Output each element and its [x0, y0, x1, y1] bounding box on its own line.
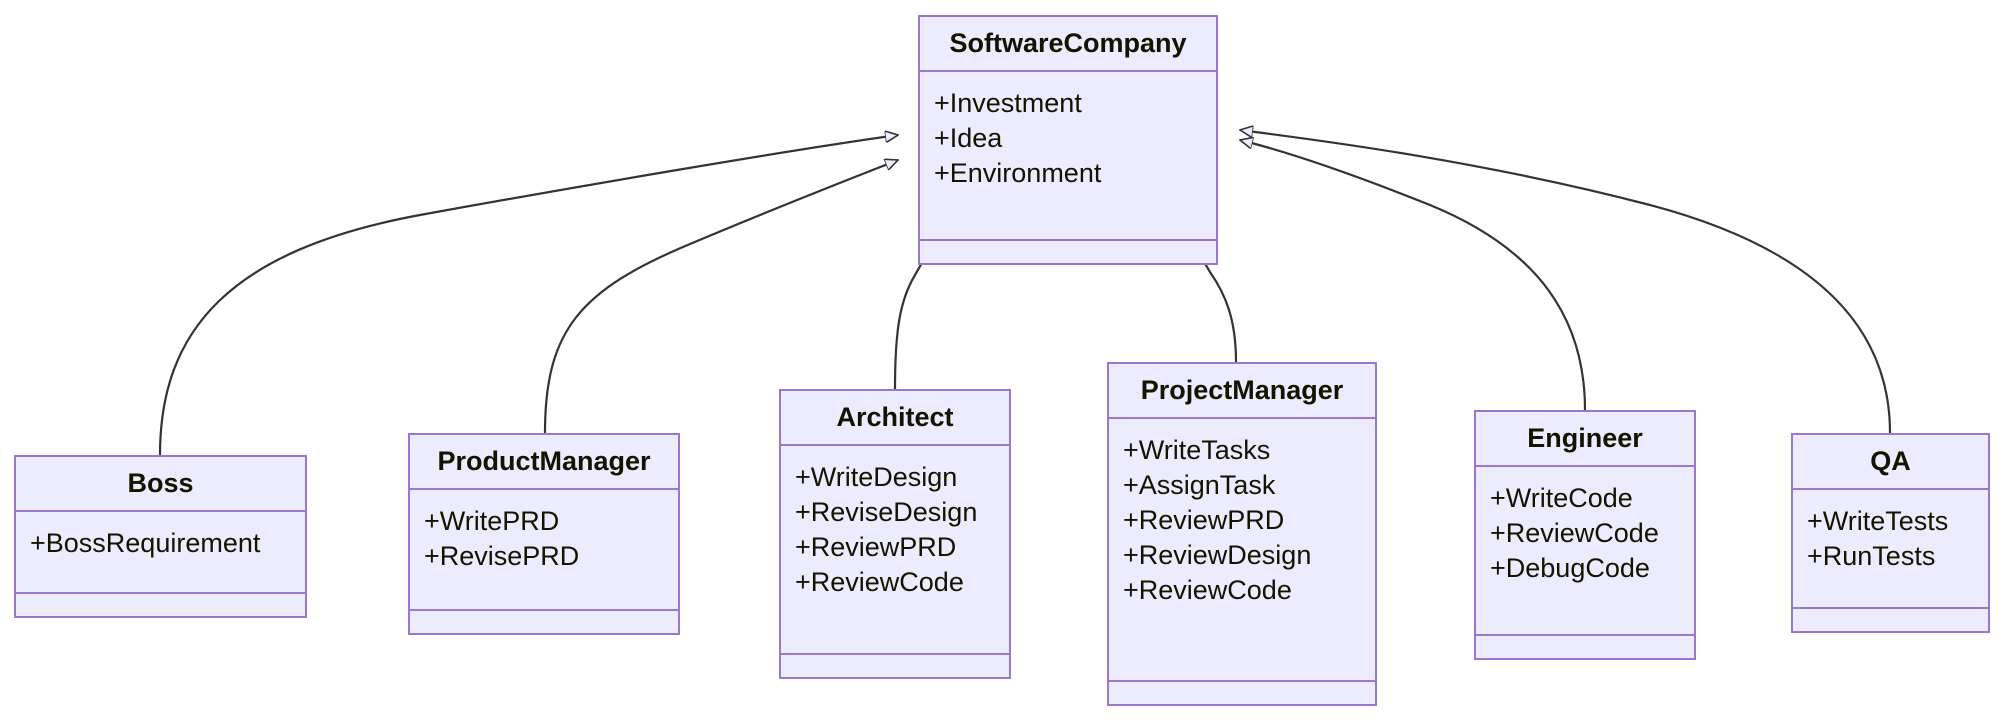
methods-compartment-engineer	[1476, 636, 1694, 658]
attributes-compartment-softwarecompany: +Investment +Idea +Environment	[920, 72, 1216, 207]
compartment-divider	[781, 653, 1009, 655]
uml-class-boss[interactable]: Boss +BossRequirement	[14, 455, 307, 618]
uml-class-engineer[interactable]: Engineer +WriteCode +ReviewCode +DebugCo…	[1474, 410, 1696, 660]
attribute-item: +ReviseDesign	[795, 497, 978, 528]
attribute-item: +WriteCode	[1490, 483, 1633, 513]
compartment-divider	[410, 488, 678, 490]
attributes-compartment-engineer: +WriteCode +ReviewCode +DebugCode	[1476, 467, 1694, 602]
attribute-item: +Environment	[934, 158, 1102, 189]
attribute-item: +ReviewDesign	[1123, 540, 1312, 571]
attribute-item: +ReviewCode	[1490, 518, 1659, 549]
class-name-qa: QA	[1870, 446, 1911, 476]
attribute-item: +Investment	[934, 88, 1082, 118]
class-name-projectmanager: ProjectManager	[1140, 375, 1344, 405]
compartment-divider	[1476, 465, 1694, 467]
attributes-compartment-qa: +WriteTests +RunTests	[1793, 490, 1988, 590]
methods-compartment-productmanager	[410, 611, 678, 633]
compartment-divider	[1793, 607, 1988, 609]
compartment-divider	[1109, 680, 1375, 682]
attribute-item: +ReviewPRD	[1123, 505, 1285, 536]
attribute-item: +DebugCode	[1490, 553, 1650, 584]
uml-class-softwarecompany[interactable]: SoftwareCompany +Investment +Idea +Envir…	[918, 15, 1218, 265]
attributes-compartment-projectmanager: +WriteTasks +AssignTask +ReviewPRD +Revi…	[1109, 419, 1375, 624]
class-name-softwarecompany: SoftwareCompany	[949, 28, 1187, 58]
compartment-divider	[920, 70, 1216, 72]
class-name-architect: Architect	[836, 402, 954, 432]
attribute-item: +WriteTasks	[1123, 435, 1271, 465]
attribute-item: +ReviewCode	[795, 567, 964, 598]
attribute-item: +RevisePRD	[424, 541, 580, 572]
compartment-divider	[16, 592, 305, 594]
attribute-item: +AssignTask	[1123, 470, 1276, 501]
uml-class-qa[interactable]: QA +WriteTests +RunTests	[1791, 433, 1990, 633]
compartment-divider	[920, 239, 1216, 241]
attributes-compartment-boss: +BossRequirement	[16, 512, 305, 577]
class-name-boss: Boss	[127, 468, 194, 498]
attribute-item: +ReviewCode	[1123, 575, 1292, 606]
attributes-compartment-architect: +WriteDesign +ReviseDesign +ReviewPRD +R…	[781, 446, 1009, 616]
attribute-item: +RunTests	[1807, 541, 1936, 572]
attributes-compartment-productmanager: +WritePRD +RevisePRD	[410, 490, 678, 590]
attribute-item: +BossRequirement	[30, 528, 261, 558]
compartment-divider	[410, 609, 678, 611]
compartment-divider	[1476, 634, 1694, 636]
uml-class-productmanager[interactable]: ProductManager +WritePRD +RevisePRD	[408, 433, 680, 635]
attribute-item: +WriteDesign	[795, 462, 958, 492]
methods-compartment-architect	[781, 655, 1009, 677]
methods-compartment-boss	[16, 594, 305, 616]
compartment-divider	[16, 510, 305, 512]
methods-compartment-softwarecompany	[920, 241, 1216, 263]
attribute-item: +WriteTests	[1807, 506, 1949, 536]
uml-class-architect[interactable]: Architect +WriteDesign +ReviseDesign +Re…	[779, 389, 1011, 679]
uml-class-projectmanager[interactable]: ProjectManager +WriteTasks +AssignTask +…	[1107, 362, 1377, 706]
attribute-item: +ReviewPRD	[795, 532, 957, 563]
attribute-item: +WritePRD	[424, 506, 560, 536]
methods-compartment-qa	[1793, 609, 1988, 631]
class-name-productmanager: ProductManager	[437, 446, 651, 476]
class-name-engineer: Engineer	[1527, 423, 1643, 453]
methods-compartment-projectmanager	[1109, 682, 1375, 704]
attribute-item: +Idea	[934, 123, 1003, 154]
compartment-divider	[1793, 488, 1988, 490]
